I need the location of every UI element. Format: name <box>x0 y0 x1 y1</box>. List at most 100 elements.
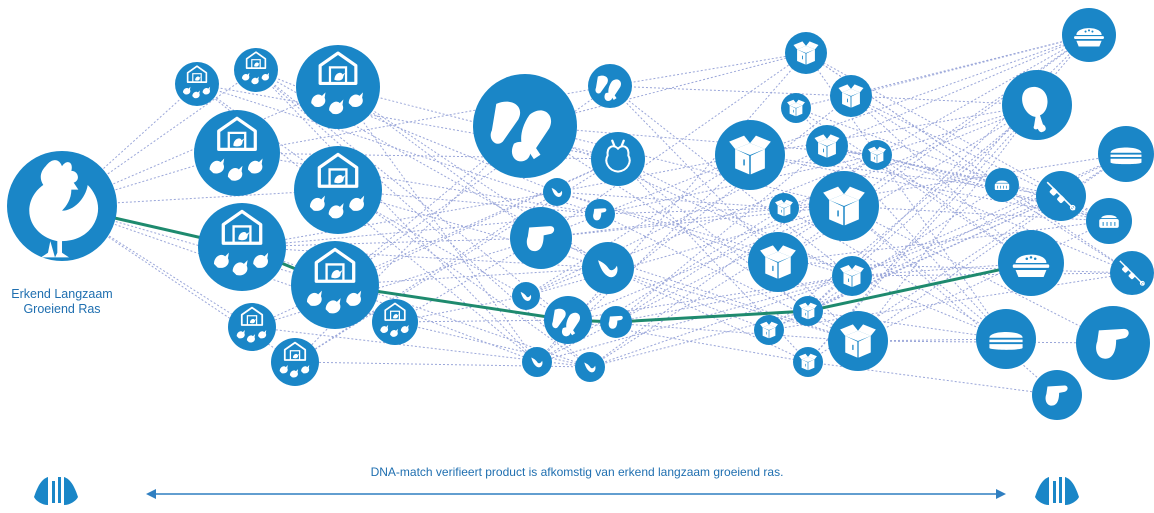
network-node <box>1098 126 1154 182</box>
network-edge <box>334 85 611 286</box>
network-edge <box>556 191 853 277</box>
network-edge <box>536 275 853 363</box>
network-edge <box>241 237 542 248</box>
network-edge <box>807 310 1007 340</box>
logo-icon <box>34 477 78 505</box>
network-edge <box>857 340 1114 344</box>
network-edge <box>294 125 526 363</box>
network-edge <box>394 319 569 323</box>
network-edge <box>337 189 609 269</box>
network-edge <box>540 207 785 239</box>
sandwich-icon <box>989 331 1023 350</box>
network-edge <box>589 205 845 368</box>
network-node <box>271 338 319 386</box>
network-node <box>754 315 784 345</box>
network-node <box>1076 306 1150 380</box>
node-circle <box>862 140 892 170</box>
network-node <box>544 296 592 344</box>
node-circle <box>194 110 280 196</box>
node-circle <box>781 93 811 123</box>
node-circle <box>296 45 380 129</box>
network-node <box>234 48 278 92</box>
network-edge <box>251 158 619 328</box>
network-node <box>985 168 1019 202</box>
network-node <box>828 311 888 371</box>
network-edge <box>607 267 859 342</box>
network-edge <box>556 154 751 193</box>
network-node <box>575 352 605 382</box>
network-edge <box>826 34 1090 147</box>
sandwich-icon <box>1110 147 1142 165</box>
network-edge <box>850 95 1032 264</box>
network-node <box>748 232 808 292</box>
network-edge <box>607 267 809 363</box>
network-node <box>175 62 219 106</box>
network-edge <box>525 205 845 297</box>
network-edge <box>807 184 1003 312</box>
node-circle <box>830 75 872 117</box>
dna-match-caption: DNA-match verifieert product is afkomsti… <box>370 465 784 479</box>
network-edge <box>783 207 1007 340</box>
network-edge <box>768 272 1133 331</box>
network-edge <box>777 220 1110 263</box>
node-circle <box>271 338 319 386</box>
network-node <box>1086 198 1132 244</box>
network-node <box>522 347 552 377</box>
node-circle <box>234 48 278 92</box>
origin-node <box>7 151 117 261</box>
network-node <box>291 241 379 329</box>
network-node <box>809 171 879 241</box>
network-node <box>862 140 892 170</box>
network-edge <box>826 145 1003 186</box>
node-circle <box>294 146 382 234</box>
network-edge <box>850 95 1038 106</box>
network-edge <box>567 205 845 321</box>
network-node <box>830 75 872 117</box>
network-edge <box>255 69 569 321</box>
network-node <box>582 242 634 294</box>
network-node <box>793 347 823 377</box>
network-node <box>793 296 823 326</box>
network-node <box>510 207 572 269</box>
node-circle <box>591 132 645 186</box>
network-edge <box>615 275 853 323</box>
node-circle <box>793 347 823 377</box>
network-node <box>294 146 382 234</box>
verification-arrow <box>146 489 1006 499</box>
node-circle <box>793 296 823 326</box>
node-circle <box>769 193 799 223</box>
node-circle <box>291 241 379 329</box>
network-edge <box>536 205 845 363</box>
network-edge <box>334 267 609 286</box>
network-edge <box>843 34 1090 207</box>
network-node <box>600 306 632 338</box>
network-edge <box>851 195 1062 277</box>
network-edge <box>540 154 751 239</box>
node-circle <box>748 232 808 292</box>
node-circle <box>785 32 827 74</box>
origin-label-line2: Groeiend Ras <box>23 302 101 316</box>
node-circle <box>754 315 784 345</box>
node-circle <box>715 120 785 190</box>
network-node <box>543 178 571 206</box>
network-node <box>1002 70 1072 140</box>
network-edge <box>607 267 770 331</box>
origin-label-line1: Erkend Langzaam <box>11 287 113 301</box>
network-edge <box>556 191 785 209</box>
network-node <box>585 199 615 229</box>
network-edge <box>556 191 779 263</box>
network-node <box>194 110 280 196</box>
network-edge <box>337 86 538 363</box>
network-edge <box>777 261 1133 274</box>
origin-label: Erkend Langzaam Groeiend Ras <box>0 287 124 317</box>
node-circle <box>175 62 219 106</box>
basket-icon <box>1098 214 1120 229</box>
network-edge <box>850 95 1133 274</box>
network-edge <box>826 145 1133 274</box>
node-circle <box>372 299 418 345</box>
network-edge <box>851 153 1127 277</box>
network-node <box>1032 370 1082 420</box>
network-edge <box>251 326 591 368</box>
network-node <box>976 309 1036 369</box>
network-edge <box>394 321 591 368</box>
